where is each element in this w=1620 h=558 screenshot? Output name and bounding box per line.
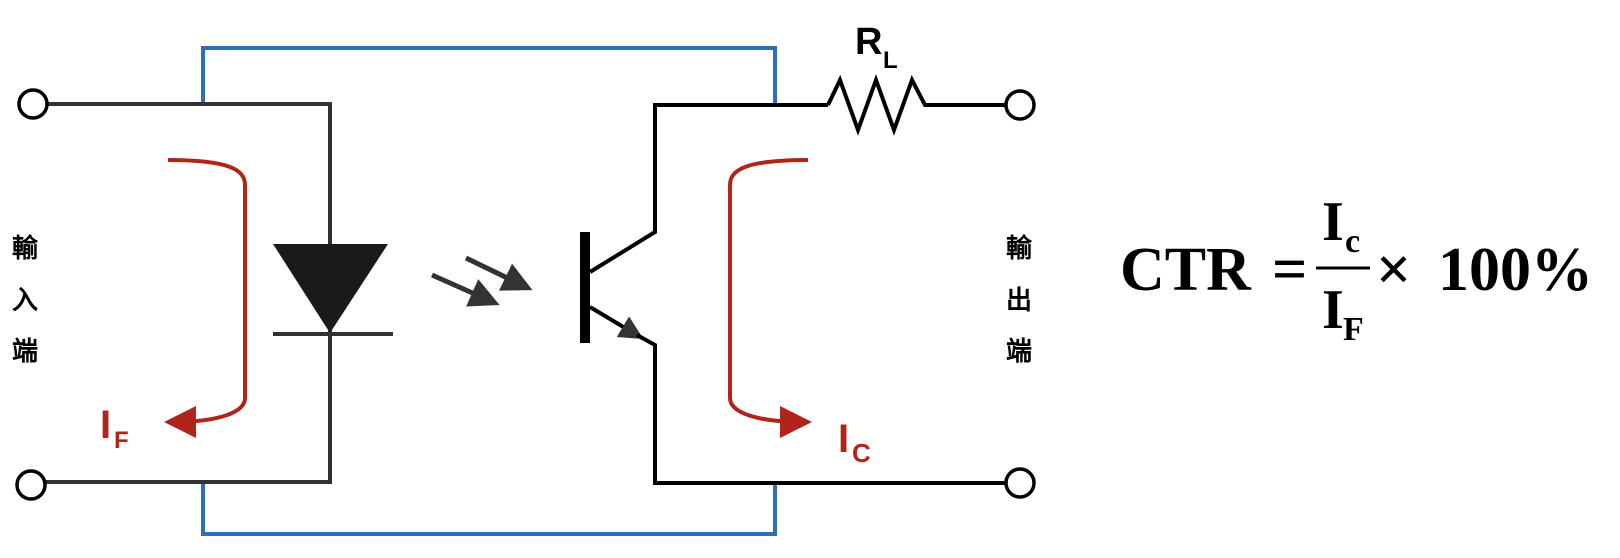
ctr-formula: CTR = I c I F × 100% <box>1120 191 1593 348</box>
forward-current-subscript: F <box>114 427 129 454</box>
formula-denominator-subscript: F <box>1343 311 1364 348</box>
light-arrow-icon <box>430 272 500 307</box>
formula-factor: 100% <box>1438 236 1593 304</box>
input-label-char: 入 <box>12 286 38 316</box>
formula-times: × <box>1376 236 1411 304</box>
load-resistor-label: R <box>855 21 882 63</box>
collector-current-subscript: C <box>852 438 871 468</box>
collector-current-label: I <box>838 417 849 461</box>
input-terminal-bottom[interactable] <box>15 469 47 501</box>
isolation-boundary-bottom <box>201 483 777 536</box>
formula-numerator-subscript: c <box>1345 223 1360 260</box>
input-label-char: 輸 <box>12 233 39 264</box>
output-label-char: 端 <box>1006 337 1032 367</box>
formula-lhs: CTR <box>1120 236 1252 304</box>
formula-denominator: I <box>1322 279 1344 341</box>
input-label-char: 端 <box>12 337 38 367</box>
input-terminal-top[interactable] <box>17 88 49 120</box>
light-arrow-icon <box>464 255 533 291</box>
formula-numerator: I <box>1322 191 1344 253</box>
forward-current-label: I <box>100 403 111 447</box>
isolation-boundary-top <box>201 46 777 103</box>
load-resistor-subscript: L <box>883 47 898 74</box>
output-terminal-bottom[interactable] <box>1004 467 1036 499</box>
load-resistor-icon <box>826 74 1006 136</box>
output-label-char: 出 <box>1006 286 1032 316</box>
transistor-emitter <box>588 305 644 340</box>
output-label-char: 輸 <box>1006 233 1033 264</box>
forward-current-arrow <box>164 158 247 438</box>
collector-current-arrow <box>728 158 812 438</box>
collector-wire <box>588 103 828 274</box>
led-diode-icon <box>273 244 388 333</box>
emitter-wire <box>636 333 1006 485</box>
output-terminal-top[interactable] <box>1004 89 1036 121</box>
formula-equals: = <box>1272 236 1307 304</box>
